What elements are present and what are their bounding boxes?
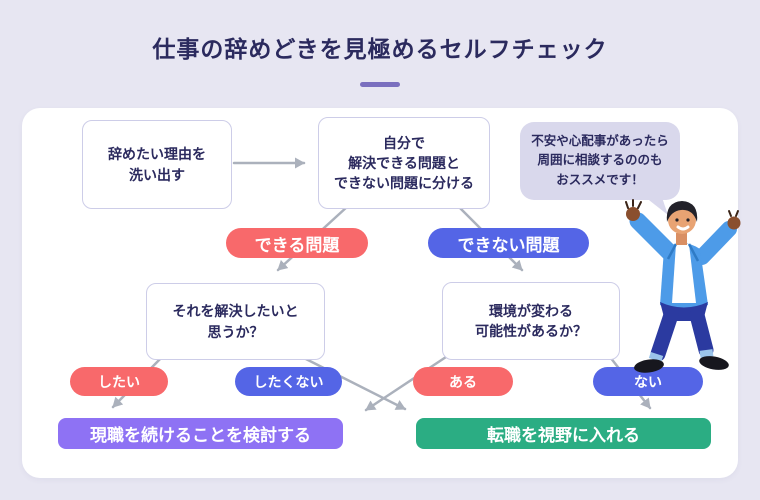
- person-left-leg: [650, 307, 679, 362]
- person-right-arm: [694, 221, 737, 265]
- answer-label-want: したい: [70, 367, 168, 396]
- advice-speech-bubble: 不安や心配事があったら 周囲に相談するののも おススメです！: [520, 122, 680, 215]
- answer-label-possible: ある: [413, 367, 513, 396]
- result-consider-job-change: 転職を視野に入れる: [416, 418, 711, 449]
- node-list-reasons: 辞めたい理由を 洗い出す: [82, 120, 232, 209]
- person-neck: [676, 233, 687, 245]
- page-title: 仕事の辞めどきを見極めるセルフチェック: [152, 36, 608, 62]
- advice-speech-text: 不安や心配事があったら 周囲に相談するののも おススメです！: [531, 133, 669, 187]
- person-hair: [666, 201, 698, 222]
- node-sort-problems: 自分で 解決できる問題と できない問題に分ける: [318, 117, 490, 209]
- person-right-leg: [689, 307, 714, 358]
- person-illustration: [625, 199, 741, 373]
- node-question-environment-change: 環境が変わる 可能性があるか？: [442, 282, 620, 360]
- person-lapels: [666, 243, 700, 262]
- title-underline: [360, 82, 400, 87]
- answer-label-not-want: したくない: [235, 367, 342, 396]
- branch-label-solvable: できる問題: [226, 228, 368, 258]
- node-question-want-to-solve: それを解決したいと 思うか？: [146, 283, 325, 360]
- person-right-sock: [699, 349, 714, 358]
- person-face-features: [675, 218, 690, 231]
- person-right-shoe: [699, 356, 729, 370]
- branch-label-unsolvable: できない問題: [428, 228, 589, 258]
- result-keep-current-job: 現職を続けることを検討する: [58, 418, 343, 449]
- person-left-sock: [648, 351, 664, 363]
- person-tie: [672, 244, 696, 303]
- person-hands: [625, 199, 741, 230]
